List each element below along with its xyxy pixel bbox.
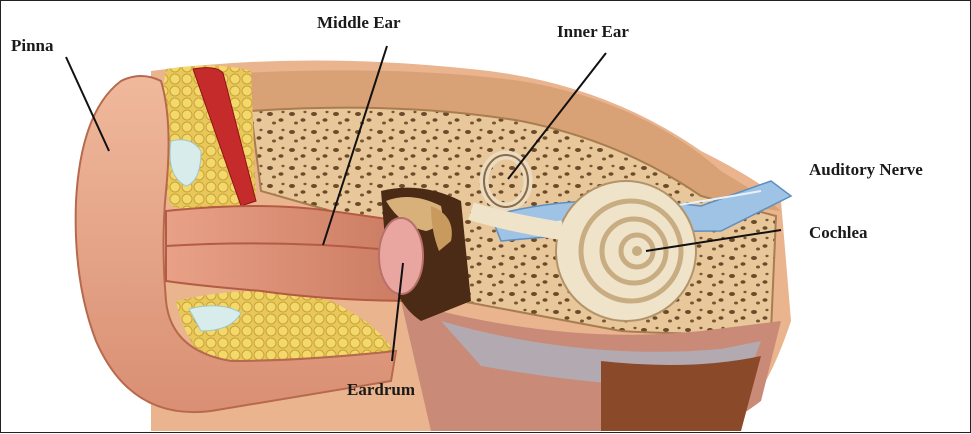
eardrum-label: Eardrum <box>347 381 415 398</box>
cochlea-label: Cochlea <box>809 224 868 241</box>
inner-ear-label: Inner Ear <box>557 23 629 40</box>
pinna-label: Pinna <box>11 37 54 54</box>
auditory-nerve-label: Auditory Nerve <box>809 161 923 178</box>
middle-ear-label: Middle Ear <box>317 14 401 31</box>
